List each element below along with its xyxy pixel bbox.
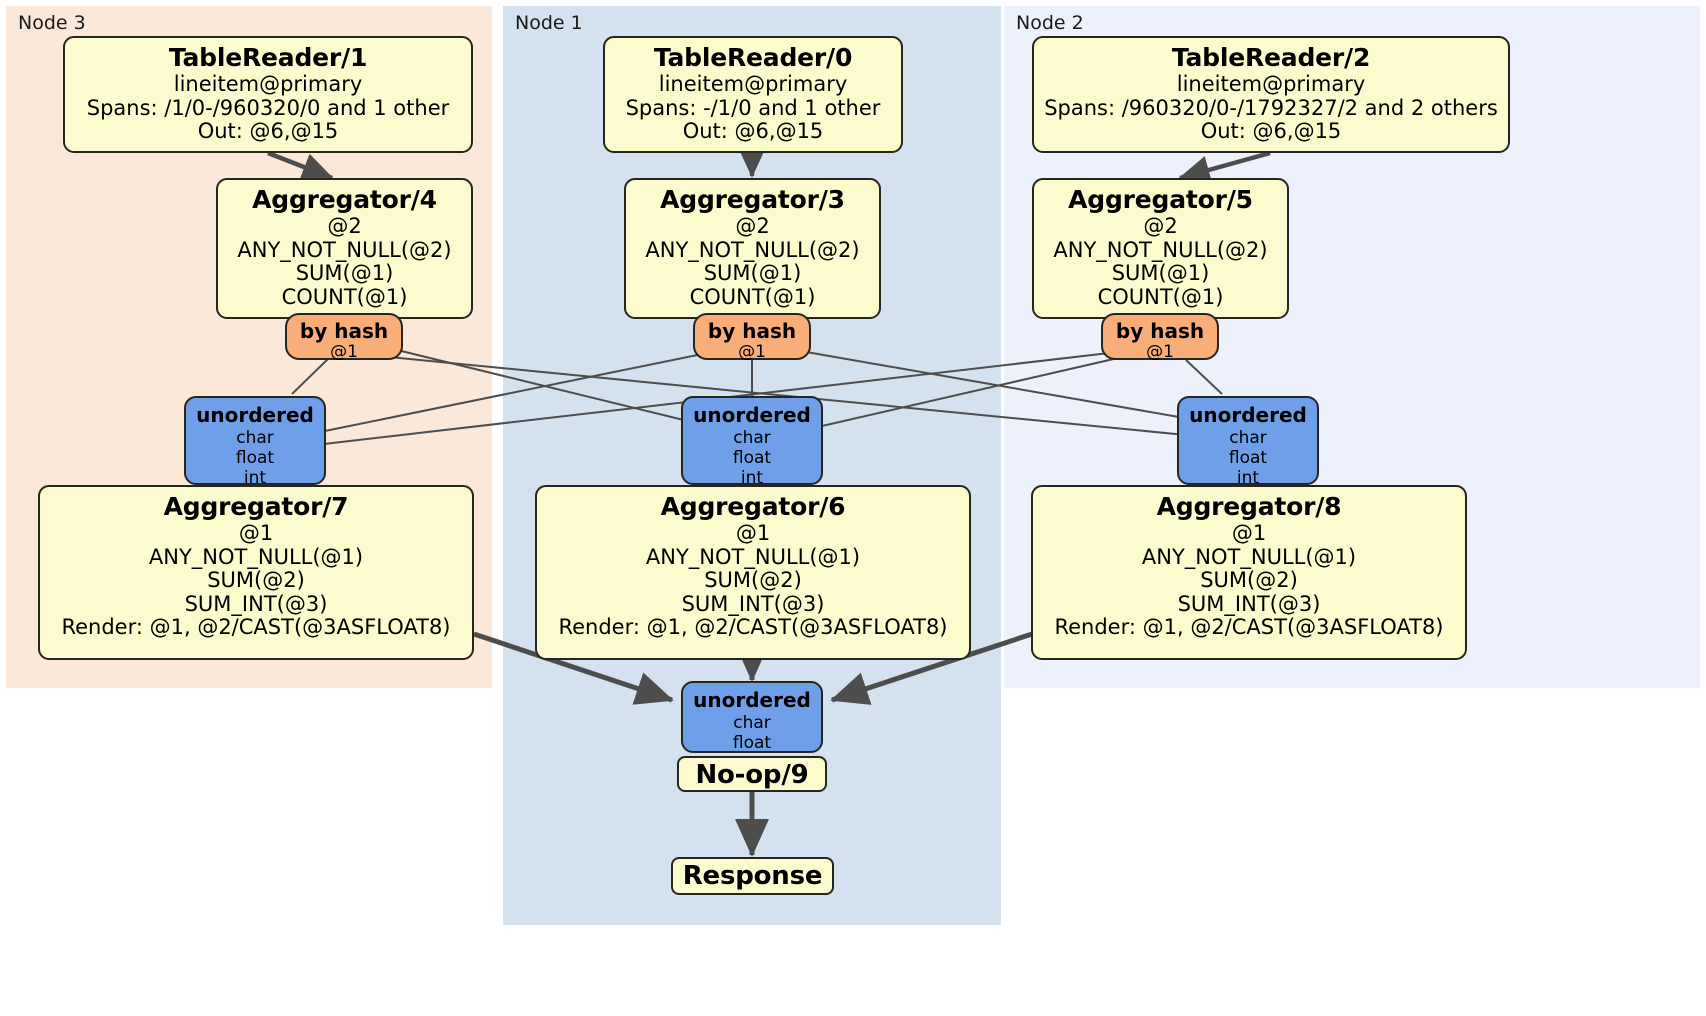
processor-table-reader-2[interactable]: TableReader/2 lineitem@primary Spans: /9… bbox=[1032, 36, 1510, 153]
aggregator-4-line-1: @2 bbox=[327, 214, 362, 238]
unordered-left-title: unordered bbox=[196, 403, 314, 427]
table-reader-1-title: TableReader/1 bbox=[168, 43, 368, 72]
aggregator-5-title: Aggregator/5 bbox=[1068, 185, 1253, 214]
unordered-center-title: unordered bbox=[693, 403, 811, 427]
by-hash-right-column: @1 bbox=[1146, 341, 1174, 362]
table-reader-0-line-2: Spans: -/1/0 and 1 other bbox=[625, 95, 881, 120]
aggregator-8-line-4: SUM_INT(@3) bbox=[1177, 591, 1321, 616]
router-by-hash-left[interactable]: by hash @1 bbox=[285, 313, 403, 362]
router-by-hash-right[interactable]: by hash @1 bbox=[1101, 313, 1219, 362]
aggregator-4-line-4: COUNT(@1) bbox=[281, 284, 408, 309]
aggregator-3-line-4: COUNT(@1) bbox=[689, 284, 816, 309]
by-hash-right-title: by hash bbox=[1115, 319, 1205, 343]
by-hash-left-column: @1 bbox=[330, 341, 358, 362]
aggregator-6-render: Render: @1, @2/CAST(@3ASFLOAT8) bbox=[558, 615, 948, 640]
table-reader-1-line-1: lineitem@primary bbox=[173, 72, 363, 96]
unordered-center-type-2: float bbox=[732, 447, 772, 468]
synchronizer-unordered-left[interactable]: unordered char float int bbox=[184, 396, 326, 488]
aggregator-6-title: Aggregator/6 bbox=[660, 492, 846, 521]
unordered-final-type-2: float bbox=[732, 732, 772, 753]
aggregator-5-line-3: SUM(@1) bbox=[1111, 261, 1210, 286]
aggregator-8-line-2: ANY_NOT_NULL(@1) bbox=[1141, 544, 1357, 569]
unordered-right-type-1: char bbox=[1229, 427, 1267, 448]
aggregator-8-line-3: SUM(@2) bbox=[1200, 568, 1298, 593]
unordered-final-type-1: char bbox=[733, 712, 771, 733]
by-hash-center-title: by hash bbox=[707, 319, 797, 343]
processor-no-op-9[interactable]: No-op/9 bbox=[677, 756, 827, 792]
table-reader-1-line-3: Out: @6,@15 bbox=[197, 119, 339, 144]
aggregator-8-line-1: @1 bbox=[1231, 521, 1267, 545]
aggregator-7-render: Render: @1, @2/CAST(@3ASFLOAT8) bbox=[61, 615, 451, 640]
panel-node-3-label: Node 3 bbox=[18, 12, 86, 34]
aggregator-5-line-1: @2 bbox=[1143, 214, 1178, 238]
processor-table-reader-0[interactable]: TableReader/0 lineitem@primary Spans: -/… bbox=[603, 36, 903, 153]
unordered-right-type-2: float bbox=[1228, 447, 1268, 468]
response-title: Response bbox=[682, 861, 823, 891]
unordered-left-type-1: char bbox=[236, 427, 274, 448]
aggregator-6-line-2: ANY_NOT_NULL(@1) bbox=[645, 544, 861, 569]
aggregator-4-title: Aggregator/4 bbox=[252, 185, 437, 214]
unordered-left-type-3: int bbox=[243, 467, 267, 488]
processor-aggregator-5[interactable]: Aggregator/5 @2 ANY_NOT_NULL(@2) SUM(@1)… bbox=[1032, 178, 1289, 319]
table-reader-0-line-1: lineitem@primary bbox=[658, 72, 848, 96]
table-reader-2-line-3: Out: @6,@15 bbox=[1200, 119, 1342, 144]
processor-aggregator-3[interactable]: Aggregator/3 @2 ANY_NOT_NULL(@2) SUM(@1)… bbox=[624, 178, 881, 319]
no-op-9-title: No-op/9 bbox=[695, 760, 809, 790]
aggregator-3-title: Aggregator/3 bbox=[660, 185, 845, 214]
unordered-center-type-3: int bbox=[740, 467, 764, 488]
table-reader-2-line-1: lineitem@primary bbox=[1176, 72, 1366, 96]
aggregator-8-render: Render: @1, @2/CAST(@3ASFLOAT8) bbox=[1054, 615, 1444, 640]
aggregator-7-title: Aggregator/7 bbox=[163, 492, 349, 521]
unordered-left-type-2: float bbox=[235, 447, 275, 468]
processor-aggregator-7[interactable]: Aggregator/7 @1 ANY_NOT_NULL(@1) SUM(@2)… bbox=[38, 485, 474, 660]
aggregator-5-line-2: ANY_NOT_NULL(@2) bbox=[1053, 237, 1268, 262]
unordered-final-title: unordered bbox=[693, 688, 811, 712]
by-hash-left-title: by hash bbox=[299, 319, 389, 343]
processor-response[interactable]: Response bbox=[671, 857, 834, 895]
aggregator-6-line-4: SUM_INT(@3) bbox=[681, 591, 825, 616]
aggregator-7-line-3: SUM(@2) bbox=[207, 568, 305, 593]
aggregator-4-line-3: SUM(@1) bbox=[295, 261, 394, 286]
table-reader-2-line-2: Spans: /960320/0-/1792327/2 and 2 others bbox=[1044, 95, 1498, 120]
router-by-hash-center[interactable]: by hash @1 bbox=[693, 313, 811, 362]
processor-aggregator-8[interactable]: Aggregator/8 @1 ANY_NOT_NULL(@1) SUM(@2)… bbox=[1031, 485, 1467, 660]
panel-node-1-label: Node 1 bbox=[515, 12, 583, 34]
by-hash-center-column: @1 bbox=[738, 341, 766, 362]
aggregator-6-line-1: @1 bbox=[735, 521, 771, 545]
aggregator-8-title: Aggregator/8 bbox=[1156, 492, 1342, 521]
synchronizer-unordered-right[interactable]: unordered char float int bbox=[1177, 396, 1319, 488]
processor-aggregator-6[interactable]: Aggregator/6 @1 ANY_NOT_NULL(@1) SUM(@2)… bbox=[535, 485, 971, 660]
processor-table-reader-1[interactable]: TableReader/1 lineitem@primary Spans: /1… bbox=[63, 36, 473, 153]
table-reader-2-title: TableReader/2 bbox=[1171, 43, 1371, 72]
aggregator-3-line-1: @2 bbox=[735, 214, 770, 238]
table-reader-0-title: TableReader/0 bbox=[653, 43, 853, 72]
processor-aggregator-4[interactable]: Aggregator/4 @2 ANY_NOT_NULL(@2) SUM(@1)… bbox=[216, 178, 473, 319]
aggregator-6-line-3: SUM(@2) bbox=[704, 568, 802, 593]
table-reader-1-line-2: Spans: /1/0-/960320/0 and 1 other bbox=[86, 95, 450, 120]
unordered-right-title: unordered bbox=[1189, 403, 1307, 427]
unordered-right-type-3: int bbox=[1236, 467, 1260, 488]
aggregator-3-line-3: SUM(@1) bbox=[703, 261, 802, 286]
aggregator-7-line-1: @1 bbox=[238, 521, 274, 545]
aggregator-5-line-4: COUNT(@1) bbox=[1097, 284, 1224, 309]
aggregator-4-line-2: ANY_NOT_NULL(@2) bbox=[237, 237, 452, 262]
aggregator-7-line-2: ANY_NOT_NULL(@1) bbox=[148, 544, 364, 569]
aggregator-7-line-4: SUM_INT(@3) bbox=[184, 591, 328, 616]
unordered-center-type-1: char bbox=[733, 427, 771, 448]
aggregator-3-line-2: ANY_NOT_NULL(@2) bbox=[645, 237, 860, 262]
table-reader-0-line-3: Out: @6,@15 bbox=[682, 119, 824, 144]
synchronizer-unordered-center[interactable]: unordered char float int bbox=[681, 396, 823, 488]
panel-node-2-label: Node 2 bbox=[1016, 12, 1084, 34]
synchronizer-unordered-final[interactable]: unordered char float bbox=[681, 681, 823, 753]
